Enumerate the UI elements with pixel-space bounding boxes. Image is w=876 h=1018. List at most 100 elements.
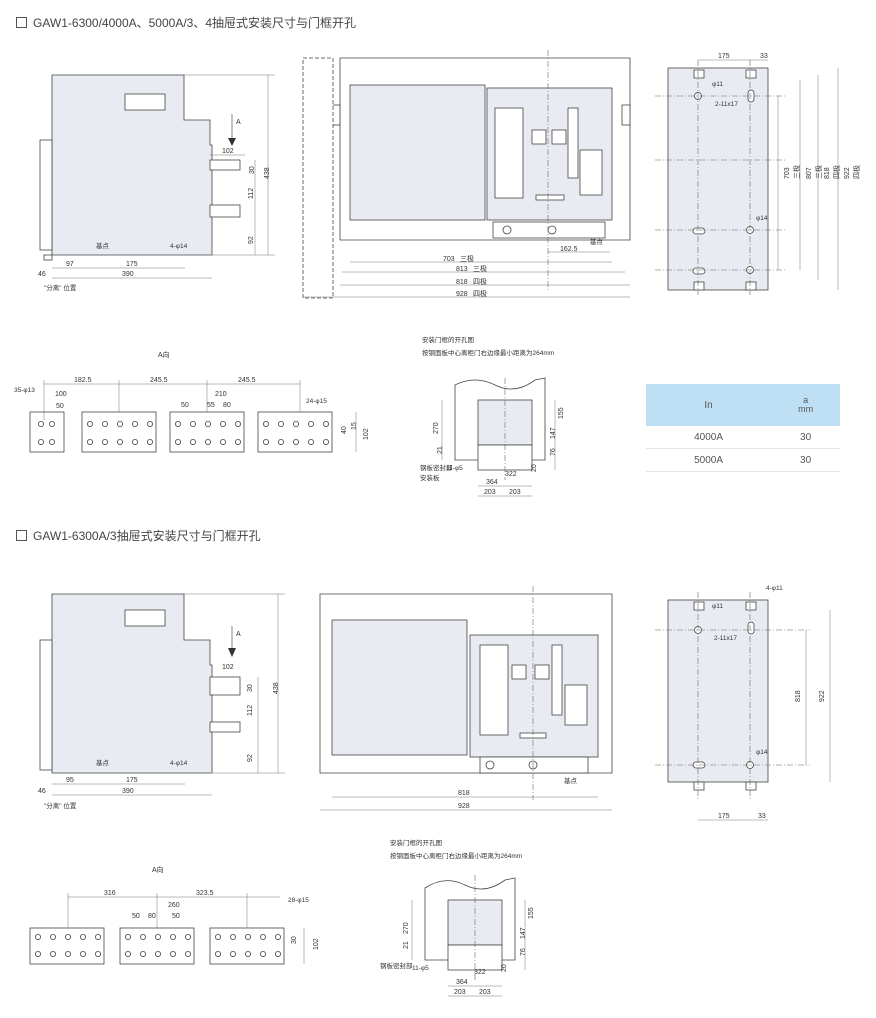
hole-label: 24-φ15 [306,398,327,405]
dim-33: 33 [758,813,766,820]
dim-928: 928 [456,291,468,298]
dim-703: 703 [784,167,791,179]
bolt-hole [274,951,281,958]
bolt-hole [139,951,146,958]
dim-438: 438 [273,682,280,694]
hole-label: 4-φ14 [170,243,188,250]
bolt-hole [174,438,181,445]
bolt-hole [50,951,57,958]
bolt-hole [292,438,299,445]
hole-label: 4-φ14 [170,760,188,767]
header-unit-label: mm [798,404,814,414]
base-point-label: 基点 [590,237,604,246]
pole-label: 四极 [832,165,841,179]
dim-322: 322 [505,471,517,478]
bolt-hole [154,951,161,958]
bolt-hole [117,438,124,445]
table-row: 4000A 30 [646,426,840,449]
dim-203: 203 [479,989,491,996]
table-cell-a: 30 [771,448,840,472]
label: 安装板 [420,473,440,482]
bolt-hole [189,438,196,445]
dim-33: 33 [760,53,768,60]
label: 11-φ5 [446,465,463,472]
hole-label: 4-φ11 [766,585,783,592]
dim-390: 390 [122,788,134,795]
base-point-label: 基点 [96,758,110,767]
dim-46: 46 [38,271,46,278]
dim-80: 80 [148,913,156,920]
dim-322: 322 [474,969,486,976]
dim-818: 818 [456,279,468,286]
bolt-hole [139,934,146,941]
hole-label: φ11 [712,81,723,88]
bolt-hole [65,934,72,941]
dim-203: 203 [484,489,496,496]
arrow-a-icon [228,138,236,146]
checkbox-icon [16,530,27,541]
dim-807: 807 [806,167,813,179]
dim-390: 390 [122,271,134,278]
dim-175: 175 [718,53,730,60]
section-title-1: GAW1-6300/4000A、5000A/3、4抽屉式安装尺寸与门框开孔 [16,14,356,31]
dim-323-5: 323.5 [196,890,214,897]
dim-102: 102 [313,938,320,950]
dim-50: 50 [181,402,189,409]
arrow-a-label: A [236,119,241,126]
hole-label: 2-11x17 [715,101,738,108]
dim-438: 438 [264,167,271,179]
dim-15: 15 [351,422,358,430]
cutout-title: 安装门框的开孔图 [390,838,442,847]
dim-30: 30 [249,166,256,174]
bolt-hole [95,951,102,958]
dim-203: 203 [454,989,466,996]
top-cutout-view: 安装门框的开孔图 按钢面板中心离柜门右边缘最小距离为264mm 270 21 1… [420,335,565,497]
dim-21: 21 [403,941,410,949]
dim-155: 155 [558,407,565,419]
top-front-view: 703 三极 813 三极 818 四极 928 四极 162.5 基点 [302,50,631,299]
dim-30: 30 [247,684,254,692]
bolt-hole [131,438,138,445]
bolt-hole [307,420,314,427]
top-view-a: A向 182.5 245.5 245.5 100 50 210 50 55 80… [14,350,370,453]
section-title-2: GAW1-6300A/3抽屉式安装尺寸与门框开孔 [16,527,261,544]
bolt-hole [214,951,221,958]
dim-20: 20 [531,464,538,472]
bolt-hole [49,420,56,427]
hole-label: φ14 [756,749,768,756]
dim-80: 80 [223,402,231,409]
bolt-hole [125,934,132,941]
dim-922: 922 [844,167,851,179]
bolt-hole [65,951,72,958]
bolt-hole [174,420,181,427]
bolt-hole [292,420,299,427]
dim-364: 364 [486,479,498,486]
bolt-hole [117,420,124,427]
hole-label: φ14 [756,215,768,222]
hole-label: 28-φ15 [288,897,309,904]
dim-50: 50 [56,403,64,410]
bolt-hole [154,934,161,941]
base-point-label: 基点 [564,776,578,785]
bolt-hole [169,951,176,958]
spec-table: In a mm 4000A 30 5000A 30 [646,384,840,472]
header-a-label: a [803,395,809,405]
dim-46: 46 [38,788,46,795]
label: 11-φ5 [412,965,429,972]
arrow-a-label: A [236,631,241,638]
section-title-text: GAW1-6300/4000A、5000A/3、4抽屉式安装尺寸与门框开孔 [33,16,356,30]
bottom-side-view: A 102 30 438 112 92 95 175 390 46 基点 4-φ… [38,593,285,810]
bolt-hole [49,438,56,445]
bolt-hole [131,420,138,427]
base-point-label: 基点 [96,241,110,250]
bolt-hole [259,934,266,941]
dim-102: 102 [222,148,234,155]
bottom-cutout-view: 安装门框的开孔图 按钢面板中心离柜门右边缘最小距离为264mm 270 21 1… [380,838,535,997]
dim-245-5: 245.5 [238,377,256,384]
bolt-hole [35,934,42,941]
dim-40: 40 [341,426,348,434]
bolt-hole [307,438,314,445]
label: 钢板密封部 [420,463,453,472]
bolt-hole [50,934,57,941]
